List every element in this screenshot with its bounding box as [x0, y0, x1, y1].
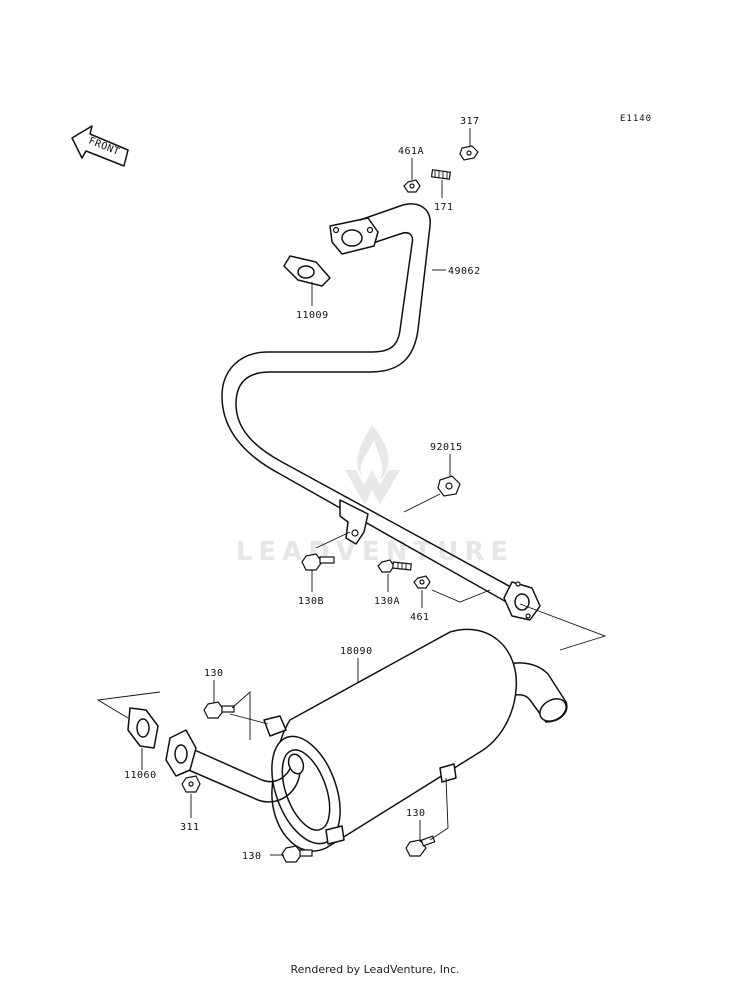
- nut-461a: [403, 179, 421, 193]
- front-direction-arrow: FRONT: [71, 125, 129, 167]
- bolt-130-right: [405, 835, 436, 857]
- part-label-317[interactable]: 317: [460, 116, 480, 127]
- part-label-311[interactable]: 311: [180, 822, 200, 833]
- nut-311: [181, 775, 201, 793]
- stud-171: [430, 169, 452, 180]
- part-label-130-top[interactable]: 130: [204, 668, 224, 679]
- watermark-text: LEADVENTURE: [236, 537, 514, 567]
- part-label-49062[interactable]: 49062: [448, 266, 481, 277]
- part-label-130-right[interactable]: 130: [406, 808, 426, 819]
- part-label-11009[interactable]: 11009: [296, 310, 329, 321]
- leader-lines: [96, 128, 607, 856]
- part-label-130a[interactable]: 130A: [374, 596, 400, 607]
- gasket-11009: [283, 255, 331, 287]
- leadventure-watermark: LEADVENTURE: [236, 425, 514, 567]
- nut-92015: [437, 475, 461, 497]
- part-label-171[interactable]: 171: [434, 202, 454, 213]
- nut-461: [413, 575, 431, 589]
- footer-credit: Rendered by LeadVenture, Inc.: [290, 963, 460, 976]
- part-label-461[interactable]: 461: [410, 612, 430, 623]
- bolt-130a: [377, 559, 412, 573]
- part-label-11060[interactable]: 11060: [124, 770, 157, 781]
- part-label-18090[interactable]: 18090: [340, 646, 373, 657]
- bolt-130-top: [203, 701, 235, 719]
- muffler: [165, 628, 568, 852]
- part-label-130-bottom[interactable]: 130: [242, 851, 262, 862]
- bolt-130b: [301, 553, 335, 571]
- nut-317: [459, 145, 479, 161]
- bolt-130-bottom: [281, 845, 313, 863]
- part-label-130b[interactable]: 130B: [298, 596, 324, 607]
- part-label-92015[interactable]: 92015: [430, 442, 463, 453]
- diagram-code: E1140: [620, 114, 652, 124]
- gasket-11060: [127, 707, 159, 749]
- part-label-461a[interactable]: 461A: [398, 146, 424, 157]
